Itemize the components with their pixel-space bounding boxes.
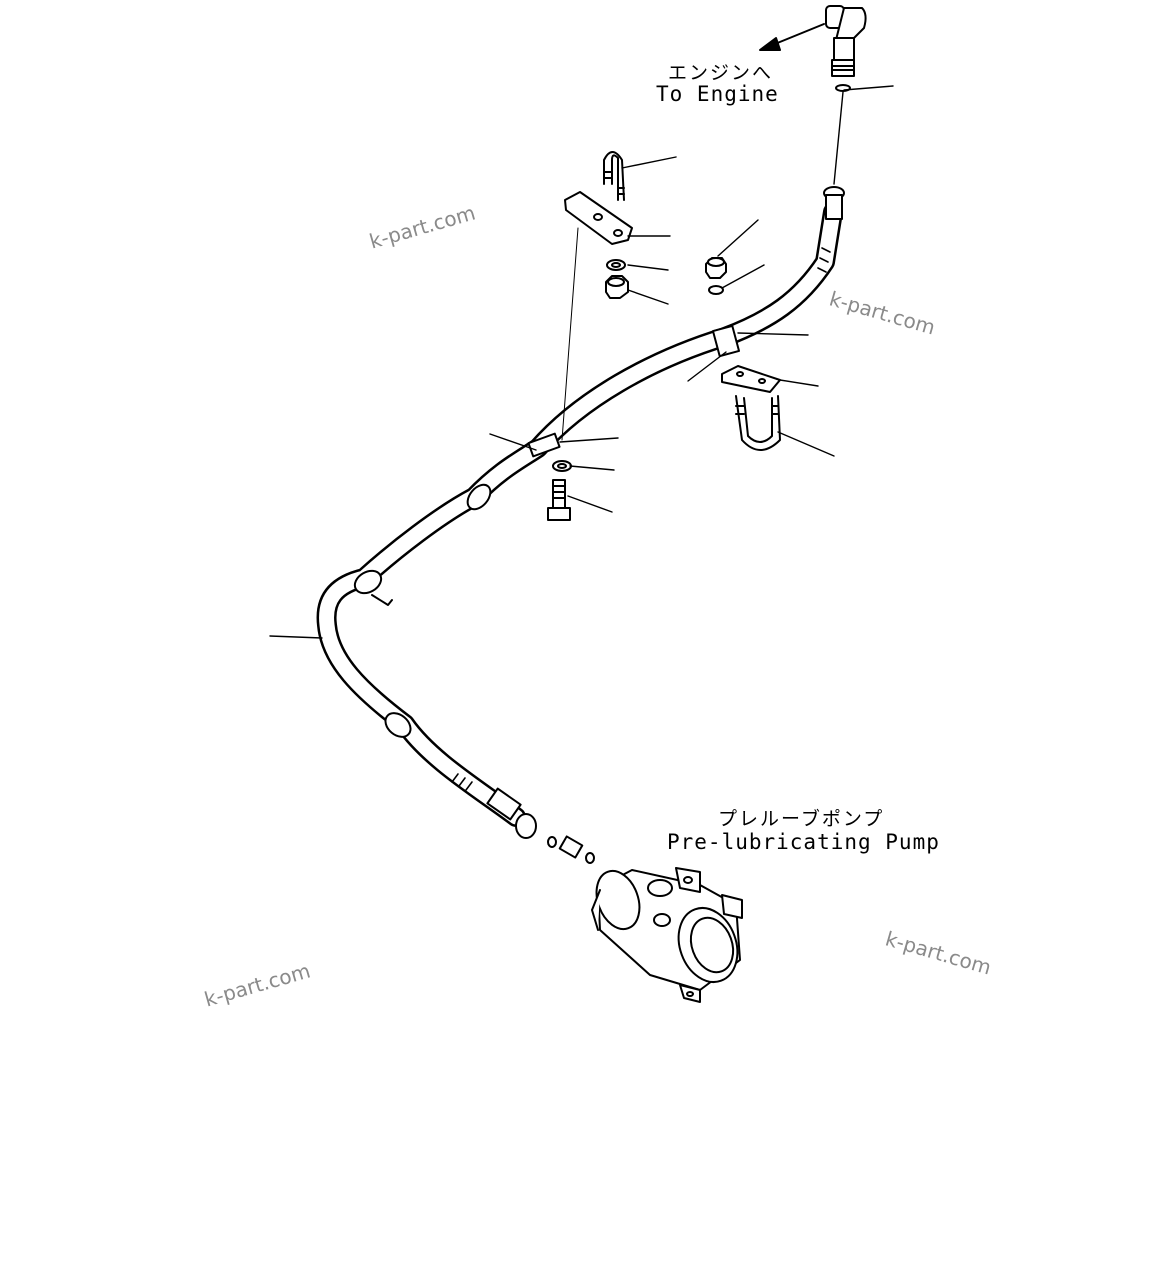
leader-lines — [269, 85, 894, 639]
upper-left-bracket-group — [564, 151, 633, 299]
engine-label-jp: エンジンへ — [668, 62, 774, 84]
pre-lubricating-pump — [591, 867, 743, 1003]
center-clamp-hardware — [547, 227, 579, 521]
engine-elbow-fitting — [825, 5, 867, 92]
lower-hose-fitting — [486, 787, 595, 864]
right-bracket-group — [705, 257, 781, 451]
engine-label-en: To Engine — [656, 82, 779, 106]
to-engine-arrow — [759, 23, 825, 51]
hose-clamps — [353, 324, 741, 738]
upper-hose-fitting — [823, 186, 845, 220]
pump-label-en: Pre-lubricating Pump — [667, 830, 940, 854]
pump-label-jp: プレルーブポンプ — [718, 808, 885, 830]
